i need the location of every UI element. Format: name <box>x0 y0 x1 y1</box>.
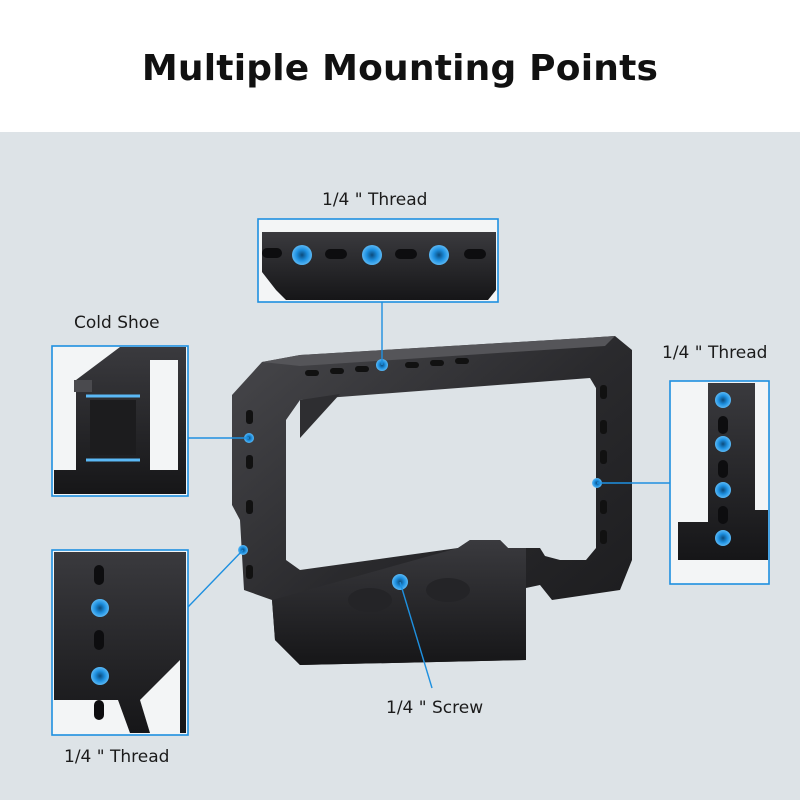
label-bottom-left-thread: 1/4 " Thread <box>64 747 170 767</box>
inset-cold-shoe <box>51 345 189 497</box>
header-band: Multiple Mounting Points <box>0 0 800 132</box>
inset-right-thread <box>669 380 770 585</box>
inset-bottom-left-thread <box>51 549 189 736</box>
inset-top-thread <box>257 218 499 303</box>
label-screw: 1/4 " Screw <box>386 698 484 718</box>
label-right-thread: 1/4 " Thread <box>662 343 768 363</box>
page-title: Multiple Mounting Points <box>141 48 659 89</box>
label-top-thread: 1/4 " Thread <box>322 190 428 210</box>
label-cold-shoe: Cold Shoe <box>74 313 160 333</box>
cage-body <box>232 336 632 665</box>
